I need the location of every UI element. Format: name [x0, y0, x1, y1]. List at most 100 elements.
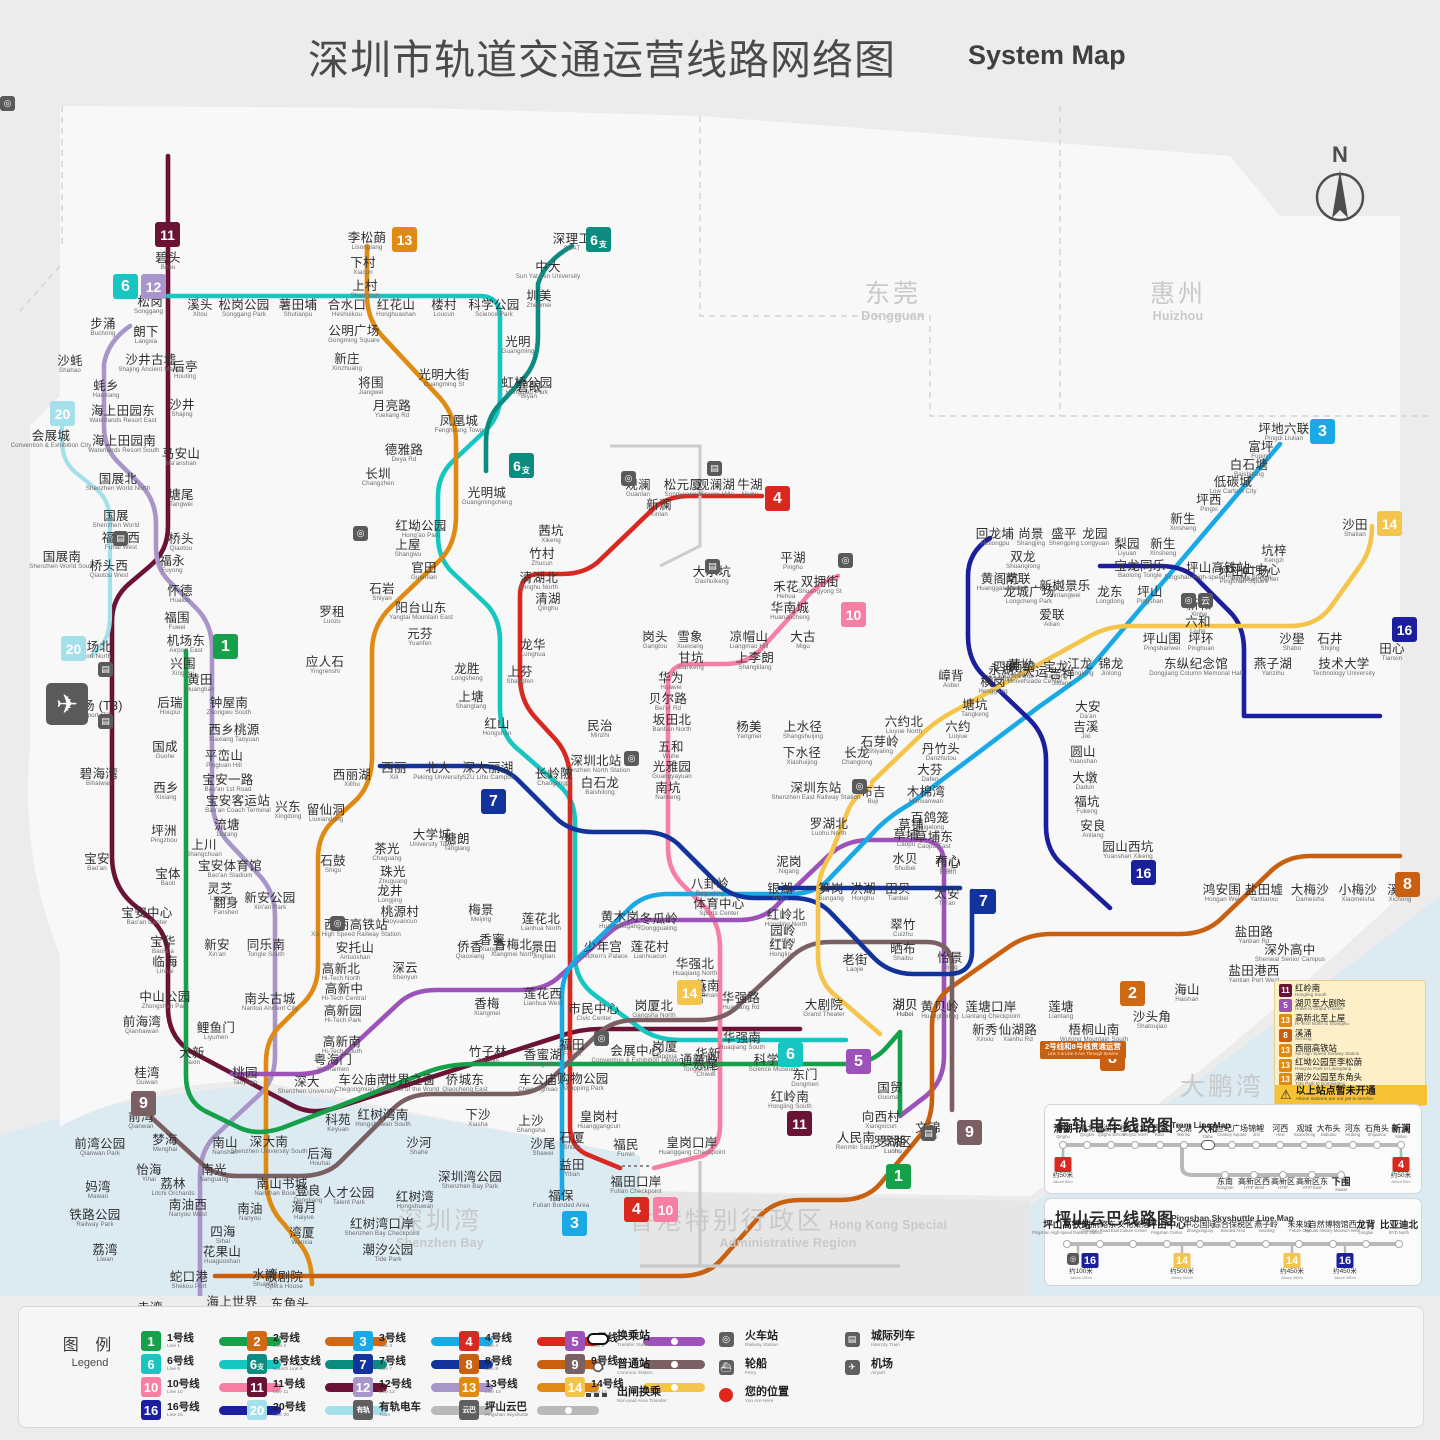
sky-station-dot[interactable] — [1195, 1240, 1204, 1248]
map-line-badge-2[interactable]: 2 — [1120, 981, 1145, 1006]
map-line-badge-3[interactable]: 3 — [562, 1211, 587, 1236]
tram-station-dot[interactable] — [1372, 1141, 1381, 1149]
tram-station-cn: 清湖学校 — [1095, 1124, 1128, 1133]
map-line-badge-1[interactable]: 1 — [213, 634, 238, 659]
notice-footer-en: Above stations are not yet in service. — [1295, 1097, 1375, 1103]
map-line-badge-12[interactable]: 12 — [141, 274, 166, 299]
railway-station-icon: ▤ — [707, 461, 722, 476]
map-line-badge-3[interactable]: 3 — [1310, 419, 1335, 444]
tram-station-dot[interactable] — [1059, 1141, 1067, 1149]
map-line-badge-1[interactable]: 1 — [886, 1164, 911, 1189]
map-line-badge-4[interactable]: 4 — [765, 486, 790, 511]
map-line-badge-11[interactable]: 11 — [155, 222, 180, 247]
map-line-badge-14[interactable]: 14 — [1377, 511, 1402, 536]
tram-station-dot[interactable] — [1131, 1141, 1140, 1149]
you-are-here-icon — [719, 1388, 733, 1403]
sky-station-dot[interactable] — [1328, 1240, 1337, 1248]
map-line-badge-20[interactable]: 20 — [50, 401, 75, 426]
tram-station-cn: 石角头 — [1364, 1124, 1389, 1133]
map-canvas[interactable]: 东莞 Dongguan 惠州 Huizhou 大鹏湾 Dapeng Bay 深圳… — [0, 96, 1440, 1384]
map-line-badge-9[interactable]: 9 — [131, 1091, 156, 1116]
tram-station-dot[interactable] — [1348, 1141, 1357, 1149]
tram-branch-dot[interactable] — [1337, 1171, 1345, 1179]
tram-station-dot[interactable] — [1228, 1141, 1236, 1149]
sky-station-dot[interactable] — [1395, 1240, 1403, 1248]
map-line-badge-6[interactable]: 6 — [113, 274, 138, 299]
map-line-badge-13[interactable]: 13 — [392, 227, 417, 252]
tram-station-dot[interactable] — [1397, 1141, 1405, 1149]
tram-branch-dot[interactable] — [1221, 1171, 1229, 1179]
tram-branch-dot[interactable] — [1279, 1171, 1287, 1179]
map-line-badge-6[interactable]: 6 — [778, 1042, 803, 1067]
map-line-badge-20[interactable]: 20 — [61, 636, 86, 661]
sky-station-dot[interactable] — [1295, 1240, 1304, 1248]
map-line-badge-10[interactable]: 10 — [841, 602, 866, 627]
map-line-badge-16[interactable]: 16 — [1131, 860, 1156, 885]
tram-station-dot[interactable] — [1276, 1141, 1285, 1149]
map-line-badge-16[interactable]: 16 — [1392, 617, 1417, 642]
tram-branch-dot[interactable] — [1308, 1171, 1316, 1179]
sky-station-dot[interactable] — [1361, 1240, 1370, 1248]
sky-station-dot[interactable] — [1229, 1240, 1237, 1248]
tram-station-dot[interactable] — [1200, 1140, 1215, 1150]
map-line-badge-8[interactable]: 8 — [1395, 872, 1420, 897]
tram-station-dot[interactable] — [1107, 1141, 1116, 1149]
map-line-badge-7[interactable]: 7 — [481, 789, 506, 814]
map-line-badge-11[interactable]: 11 — [787, 1111, 812, 1136]
tram-station-dot[interactable] — [1324, 1141, 1333, 1149]
tram-station-dot[interactable] — [1300, 1141, 1309, 1149]
map-line-badge-5[interactable]: 5 — [846, 1049, 871, 1074]
sky-station-dot[interactable] — [1063, 1240, 1071, 1248]
sky-station-dot[interactable] — [1129, 1240, 1138, 1248]
map-line-badge-4[interactable]: 4 — [624, 1197, 649, 1222]
map-line-badge-14[interactable]: 14 — [677, 980, 702, 1005]
tram-station-dot[interactable] — [1252, 1141, 1261, 1149]
sky-station-dot[interactable] — [1162, 1240, 1171, 1248]
map-line-badge-7[interactable]: 7 — [971, 889, 996, 914]
map-line-badge-9[interactable]: 9 — [957, 1120, 982, 1145]
map-line-badge-10[interactable]: 10 — [653, 1197, 678, 1222]
sky-station-dot[interactable] — [1096, 1240, 1105, 1248]
tram-station-dot[interactable] — [1179, 1141, 1188, 1149]
tram-branch-dot[interactable] — [1250, 1171, 1258, 1179]
tram-station-dot[interactable] — [1155, 1141, 1164, 1149]
tram-station-dot[interactable] — [1083, 1141, 1092, 1149]
sky-station-dot[interactable] — [1262, 1240, 1271, 1248]
